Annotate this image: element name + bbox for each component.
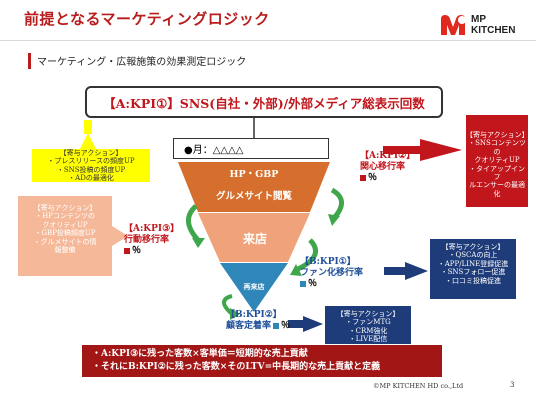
page-number: 3 (510, 381, 515, 389)
funnel-top (178, 162, 330, 212)
kpi-a2-title: 【A:KPI②】 (360, 151, 416, 161)
funnel-bottom-label: 再来店 (243, 282, 265, 291)
kpi-a3-value: ％ (132, 246, 142, 256)
summary-line-1: ・A:KPI③に残った客数×客単価＝短期的な売上貢献 (92, 349, 308, 359)
kpi-b1-label: 【B:KPI①】 ファン化移行率 ％ (300, 257, 363, 290)
footer-copyright: ©MP KITCHEN HD co.,Ltd (373, 382, 464, 390)
subtitle: マーケティング・広報施策の効果測定ロジック (37, 57, 247, 68)
note-line: ・タイアップインフ (469, 164, 525, 182)
green-arrow-b2 (222, 294, 234, 316)
note-line: ・プレスリリースの頻度UP (47, 157, 135, 166)
kpi-a1-box: 【A:KPI①】SNS(自社・外部)/外部メディア総表示回数 (85, 86, 443, 118)
note-line: ・QSCAの向上 (448, 251, 498, 260)
note-title: 【寄与アクション】 (33, 204, 97, 212)
funnel-middle (198, 213, 310, 262)
month-box: ●月：△△△△ (173, 138, 329, 159)
kpi-b2-value: ％ (281, 321, 291, 331)
action-note-navy-1: 【寄与アクション】 ・QSCAの向上 ・APP/LINE登録促進 ・SNSフォロ… (430, 239, 516, 299)
kpi-b1-name: ファン化移行率 (300, 268, 364, 278)
subtitle-accent (28, 53, 31, 69)
kpi-a3-square-icon (124, 247, 130, 254)
logo-text-line2: KITCHEN (471, 25, 516, 36)
kpi-b1-square-icon (300, 280, 306, 287)
kpi-a2-value: ％ (368, 173, 378, 183)
action-note-peach: 【寄与アクション】 ・HPコンテンツの クオリティUP ・GBP投稿頻度UP ・… (18, 196, 112, 276)
funnel-top-label: HP・GBP グルメサイト閲覧 (198, 168, 310, 204)
funnel-top-line2: グルメサイト閲覧 (215, 191, 292, 202)
note-line: ・SNS投稿の頻度UP (56, 165, 126, 174)
red-arrow (383, 139, 462, 161)
logo-text-line1: MP (471, 14, 486, 25)
green-arrow-kpi2 (330, 187, 344, 220)
kpi-a2-square-icon (360, 174, 366, 181)
page-title: 前提となるマーケティングロジック (24, 10, 270, 28)
note-title: 【寄与アクション】 (336, 310, 400, 318)
funnel-middle-label: 来店 (242, 232, 267, 246)
peach-arrow (112, 226, 128, 246)
kpi-a3-name: 行動移行率 (124, 235, 170, 245)
note-line: クオリティUP (474, 156, 520, 165)
funnel-bottom (220, 263, 288, 312)
note-line: ・ファンMTG (345, 318, 391, 327)
green-arrow-b1 (294, 238, 319, 273)
note-line: ・GBP投稿頻度UP (34, 229, 96, 238)
logo-text: MP KITCHEN (471, 14, 515, 36)
kpi-b2-name: 顧客定着率 (226, 321, 272, 331)
action-note-navy-2: 【寄与アクション】 ・ファンMTG ・CRM強化 ・LIVE配信 (325, 306, 411, 344)
company-logo: MP KITCHEN (439, 13, 525, 37)
kpi-a3-label: 【A:KPI③】 行動移行率 ％ (124, 224, 179, 257)
note-line: ・口コミ投稿促進 (445, 276, 501, 285)
note-line: ・SNSフォロー促進 (440, 268, 506, 277)
kpi-b1-title: 【B:KPI①】 (300, 257, 356, 267)
note-title: 【寄与アクション】 (466, 131, 529, 139)
kpi-b2-label: 【B:KPI②】 顧客定着率 ％ (226, 310, 290, 332)
green-arrow-kpi3 (186, 204, 200, 242)
note-line: ・グルメサイトの情 (33, 237, 97, 246)
note-line: ルエンサーの最適化 (469, 181, 525, 198)
kpi-a2-name: 関心移行率 (360, 162, 406, 172)
kpi-a3-title: 【A:KPI③】 (124, 224, 180, 234)
kpi-a2-label: 【A:KPI②】 関心移行率 ％ (360, 151, 415, 184)
note-title: 【寄与アクション】 (441, 243, 505, 251)
note-line: ・SNSコンテンツの (468, 139, 526, 156)
note-line: ・LIVE配信 (348, 335, 388, 344)
funnel-top-line1: HP・GBP (229, 169, 279, 180)
note-title: 【寄与アクション】 (59, 149, 123, 157)
summary-box: ・A:KPI③に残った客数×客単価＝短期的な売上貢献 ・それにB:KPI②に残っ… (82, 345, 442, 377)
yellow-arrow (80, 133, 96, 149)
navy-arrow-1 (384, 262, 428, 280)
note-line: 報整備 (54, 246, 76, 255)
note-line: ・APP/LINE登録促進 (437, 259, 509, 268)
kpi-b2-title: 【B:KPI②】 (226, 310, 282, 320)
action-note-red: 【寄与アクション】 ・SNSコンテンツの クオリティUP ・タイアップインフ ル… (466, 115, 529, 207)
kpi-b1-value: ％ (308, 279, 318, 289)
note-line: ・CRM強化 (348, 326, 388, 335)
navy-arrow-2 (288, 316, 323, 332)
note-line: クオリティUP (42, 220, 88, 229)
summary-line-2: ・それにB:KPI②に残った客数×そのLTV=中長期的な売上貢献と定義 (92, 362, 381, 372)
note-line: ・HPコンテンツの (35, 212, 95, 221)
kpi-b2-square-icon (273, 322, 280, 329)
note-line: ・ADの最適化 (68, 174, 114, 183)
header-divider (0, 40, 536, 41)
action-note-yellow: 【寄与アクション】 ・プレスリリースの頻度UP ・SNS投稿の頻度UP ・ADの… (32, 149, 150, 182)
logo-mark-icon (441, 15, 466, 35)
